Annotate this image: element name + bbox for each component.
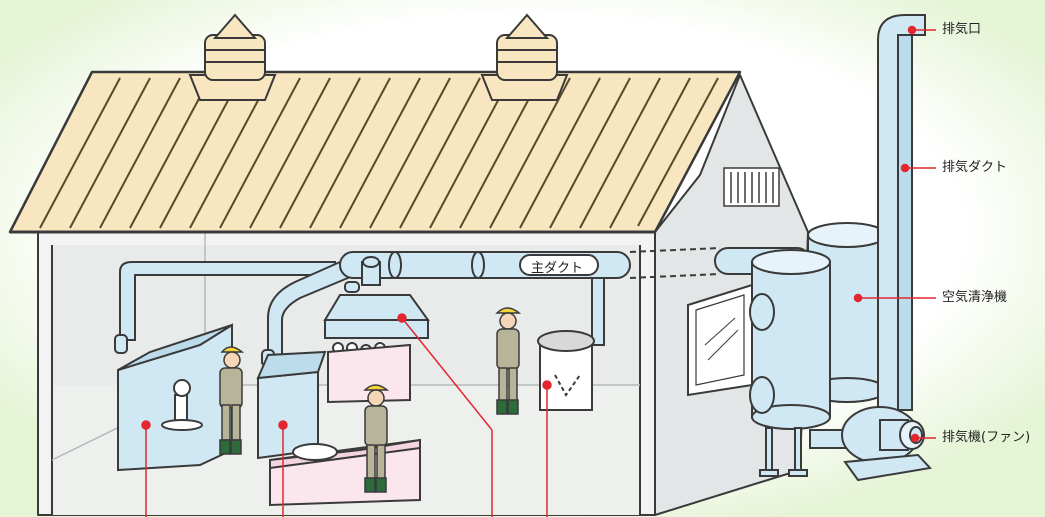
- worker-center: [363, 384, 390, 493]
- label-exhaust-fan: 排気機(ファン): [942, 430, 1031, 445]
- worker-left: [219, 346, 245, 455]
- dust-collector: [537, 330, 595, 411]
- roof-ventilator-right: [480, 13, 569, 101]
- roof: [8, 70, 742, 234]
- gable-vent: [723, 167, 780, 207]
- roof-ventilator-left: [188, 13, 277, 101]
- worker-right: [495, 307, 522, 415]
- label-main-duct: 主ダクト: [531, 261, 584, 276]
- label-exhaust-duct: 排気ダクト: [942, 160, 1008, 175]
- side-window: [687, 283, 753, 397]
- exhaust-stack: [877, 14, 926, 411]
- canopy-hood: [323, 294, 430, 404]
- label-air-cleaner: 空気清浄機: [942, 290, 1008, 305]
- label-exhaust-outlet: 排気口: [942, 22, 982, 37]
- leaders: [141, 25, 936, 517]
